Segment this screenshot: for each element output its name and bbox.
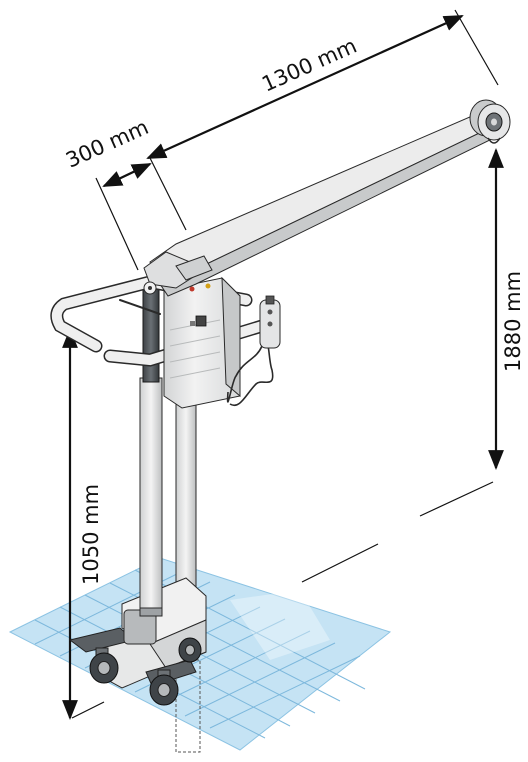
brand-mark-icon [190,315,207,327]
dimension-lift-height: 1880 mm [301,148,525,583]
dimension-arrow [102,163,152,187]
remote-control-icon [226,295,281,407]
extension-line [95,177,139,271]
patient-lift [50,99,511,706]
status-light [205,283,211,289]
pulley-wheel-icon [469,99,511,144]
lower-mast [139,377,163,609]
extension-line [301,543,379,583]
extension-line [149,157,187,231]
caster-wheel-icon [149,669,179,706]
dimension-base-height: 1050 mm [62,328,105,720]
caster-wheel-icon [89,647,119,684]
boom-length-label: 1300 mm [258,34,360,97]
dimension-offset: 300 mm [62,115,187,271]
extension-line [71,701,105,719]
dimension-arrow [146,14,464,160]
control-box [163,276,241,409]
extension-line [454,9,499,86]
base-height-label: 1050 mm [79,484,103,585]
extension-line [419,481,494,517]
lift-height-label: 1880 mm [501,271,525,372]
offset-label: 300 mm [62,115,152,173]
caster-wheel-icon [178,637,202,663]
boom-arm [143,109,495,297]
inner-column [142,283,160,383]
status-light [189,286,195,292]
